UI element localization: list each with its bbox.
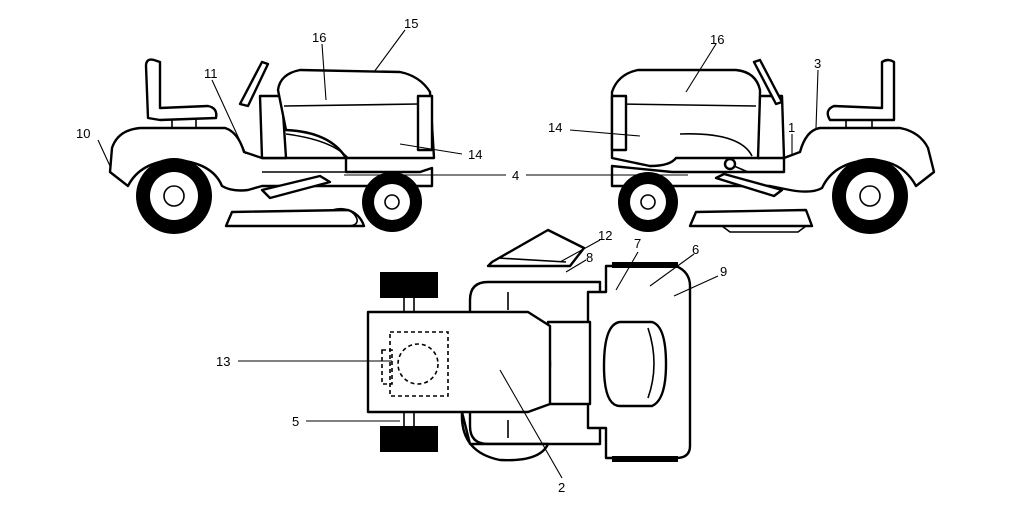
top-rear-wheel-lower	[380, 426, 438, 452]
left-mower-deck	[224, 208, 366, 228]
left-hood	[276, 68, 436, 160]
top-fuel-tank-outline	[389, 331, 449, 397]
callout-16-left: 16	[312, 30, 326, 45]
callout-14-right: 14	[548, 120, 562, 135]
left-seat	[144, 58, 218, 122]
right-seat	[826, 58, 896, 122]
callout-14-left: 14	[468, 147, 482, 162]
top-rear-body	[366, 310, 552, 414]
right-mower-deck	[688, 208, 814, 228]
callout-1: 1	[788, 120, 795, 135]
callout-16-right: 16	[710, 32, 724, 47]
callout-8: 8	[586, 250, 593, 265]
top-discharge-chute	[486, 228, 586, 268]
callout-labels: 10 11 16 15 14 4 16 14 3 1 12 8 7 6 9 13…	[76, 16, 821, 495]
callout-6: 6	[692, 242, 699, 257]
right-steering-column	[752, 58, 784, 106]
leader-lines	[97, 29, 819, 479]
callout-5: 5	[292, 414, 299, 429]
callout-9: 9	[720, 264, 727, 279]
right-hood	[610, 68, 762, 168]
tractor-right-side-view	[610, 58, 936, 234]
callout-7: 7	[634, 236, 641, 251]
callout-3: 3	[814, 56, 821, 71]
top-grille	[602, 320, 668, 408]
callout-10: 10	[76, 126, 90, 141]
top-rear-wheel-upper	[380, 272, 438, 298]
tractor-left-side-view	[108, 58, 436, 234]
callout-11: 11	[204, 66, 218, 81]
left-steering-column	[238, 60, 270, 108]
callout-12: 12	[598, 228, 612, 243]
tractor-top-view	[366, 228, 692, 462]
callout-13: 13	[216, 354, 230, 369]
callout-2: 2	[558, 480, 565, 495]
right-rear-fender	[610, 126, 936, 193]
callout-4: 4	[512, 168, 519, 183]
callout-15: 15	[404, 16, 418, 31]
